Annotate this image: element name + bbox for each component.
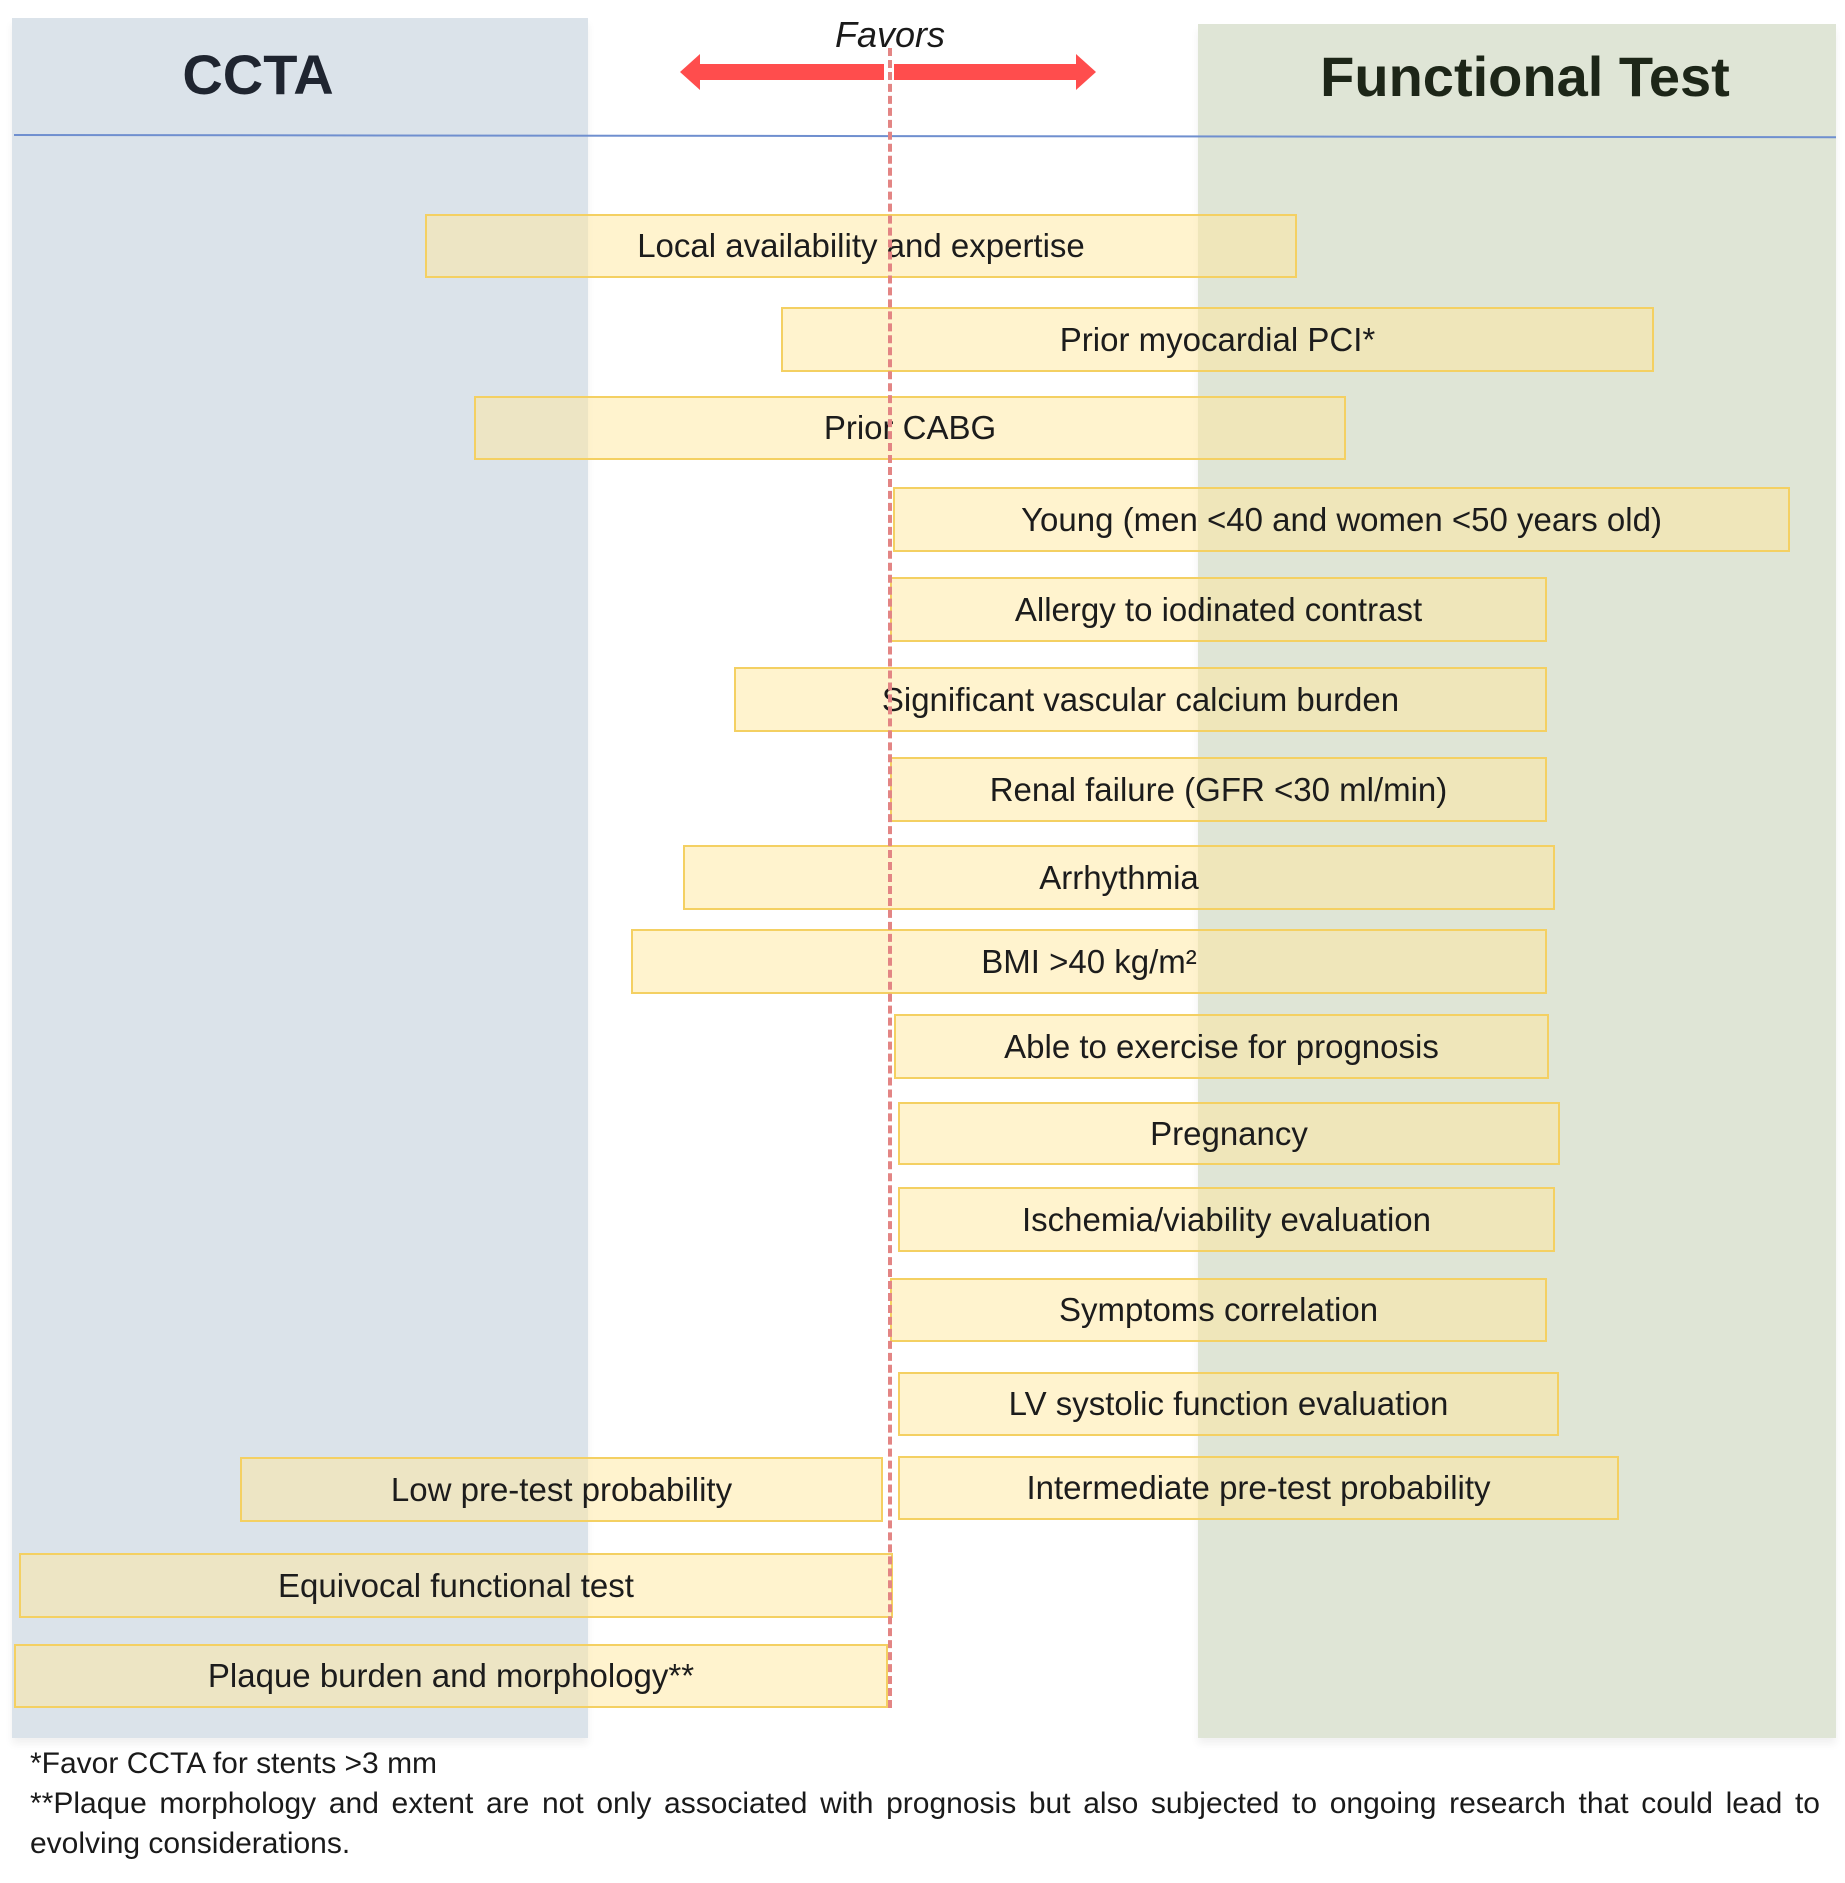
footnote-1: *Favor CCTA for stents >3 mm [30, 1747, 438, 1780]
factor-label: Low pre-test probability [390, 1470, 733, 1508]
factor-box: Renal failure (GFR <30 ml/min) [890, 757, 1547, 822]
factor-box: Intermediate pre-test probability [898, 1456, 1619, 1520]
factor-label: Able to exercise for prognosis [1004, 1027, 1439, 1065]
factor-box: Prior myocardial PCI* [781, 307, 1654, 372]
factor-label: Significant vascular calcium burden [881, 680, 1400, 718]
factor-box: BMI >40 kg/m² [631, 929, 1547, 994]
factor-label: Equivocal functional test [278, 1566, 634, 1604]
factor-box: Local availability and expertise [425, 214, 1297, 278]
factor-label: Ischemia/viability evaluation [1021, 1200, 1432, 1238]
factor-box: Ischemia/viability evaluation [898, 1187, 1555, 1252]
factor-box: Allergy to iodinated contrast [890, 577, 1547, 642]
factor-label: Young (men <40 and women <50 years old) [1021, 500, 1662, 538]
factor-box: Pregnancy [898, 1102, 1560, 1165]
factor-label: LV systolic function evaluation [1008, 1385, 1449, 1422]
factor-box: Significant vascular calcium burden [734, 667, 1547, 732]
factor-label: Prior myocardial PCI* [1059, 320, 1376, 358]
factor-label: BMI >40 kg/m² [981, 942, 1197, 980]
factor-label: Local availability and expertise [637, 227, 1085, 264]
factor-box: Plaque burden and morphology** [14, 1644, 888, 1708]
right-arrow-icon [894, 54, 1096, 90]
factor-label: Symptoms correlation [1058, 1291, 1379, 1328]
factor-box: Low pre-test probability [240, 1457, 883, 1522]
functional-test-title: Functional Test [1320, 45, 1730, 108]
factor-box: LV systolic function evaluation [898, 1372, 1559, 1436]
factor-box: Equivocal functional test [19, 1553, 893, 1618]
factor-label: Prior CABG [823, 409, 997, 446]
factor-box: Symptoms correlation [890, 1278, 1547, 1342]
factor-label: Plaque burden and morphology** [207, 1657, 695, 1694]
factor-label: Allergy to iodinated contrast [1014, 590, 1423, 628]
factor-box: Arrhythmia [683, 845, 1555, 910]
factor-label: Arrhythmia [1039, 858, 1199, 896]
factor-label: Renal failure (GFR <30 ml/min) [989, 770, 1448, 808]
neutral-dashed-line [888, 48, 892, 1708]
factor-label: Intermediate pre-test probability [1026, 1469, 1491, 1506]
factor-label: Pregnancy [1150, 1114, 1308, 1152]
left-arrow-icon [680, 54, 884, 90]
ccta-title: CCTA [182, 43, 334, 106]
ccta-panel [12, 18, 588, 1738]
factor-box: Young (men <40 and women <50 years old) [893, 487, 1790, 552]
factor-box: Able to exercise for prognosis [894, 1014, 1549, 1079]
footnote-2: **Plaque morphology and extent are not o… [30, 1787, 1820, 1860]
factor-box: Prior CABG [474, 396, 1346, 460]
